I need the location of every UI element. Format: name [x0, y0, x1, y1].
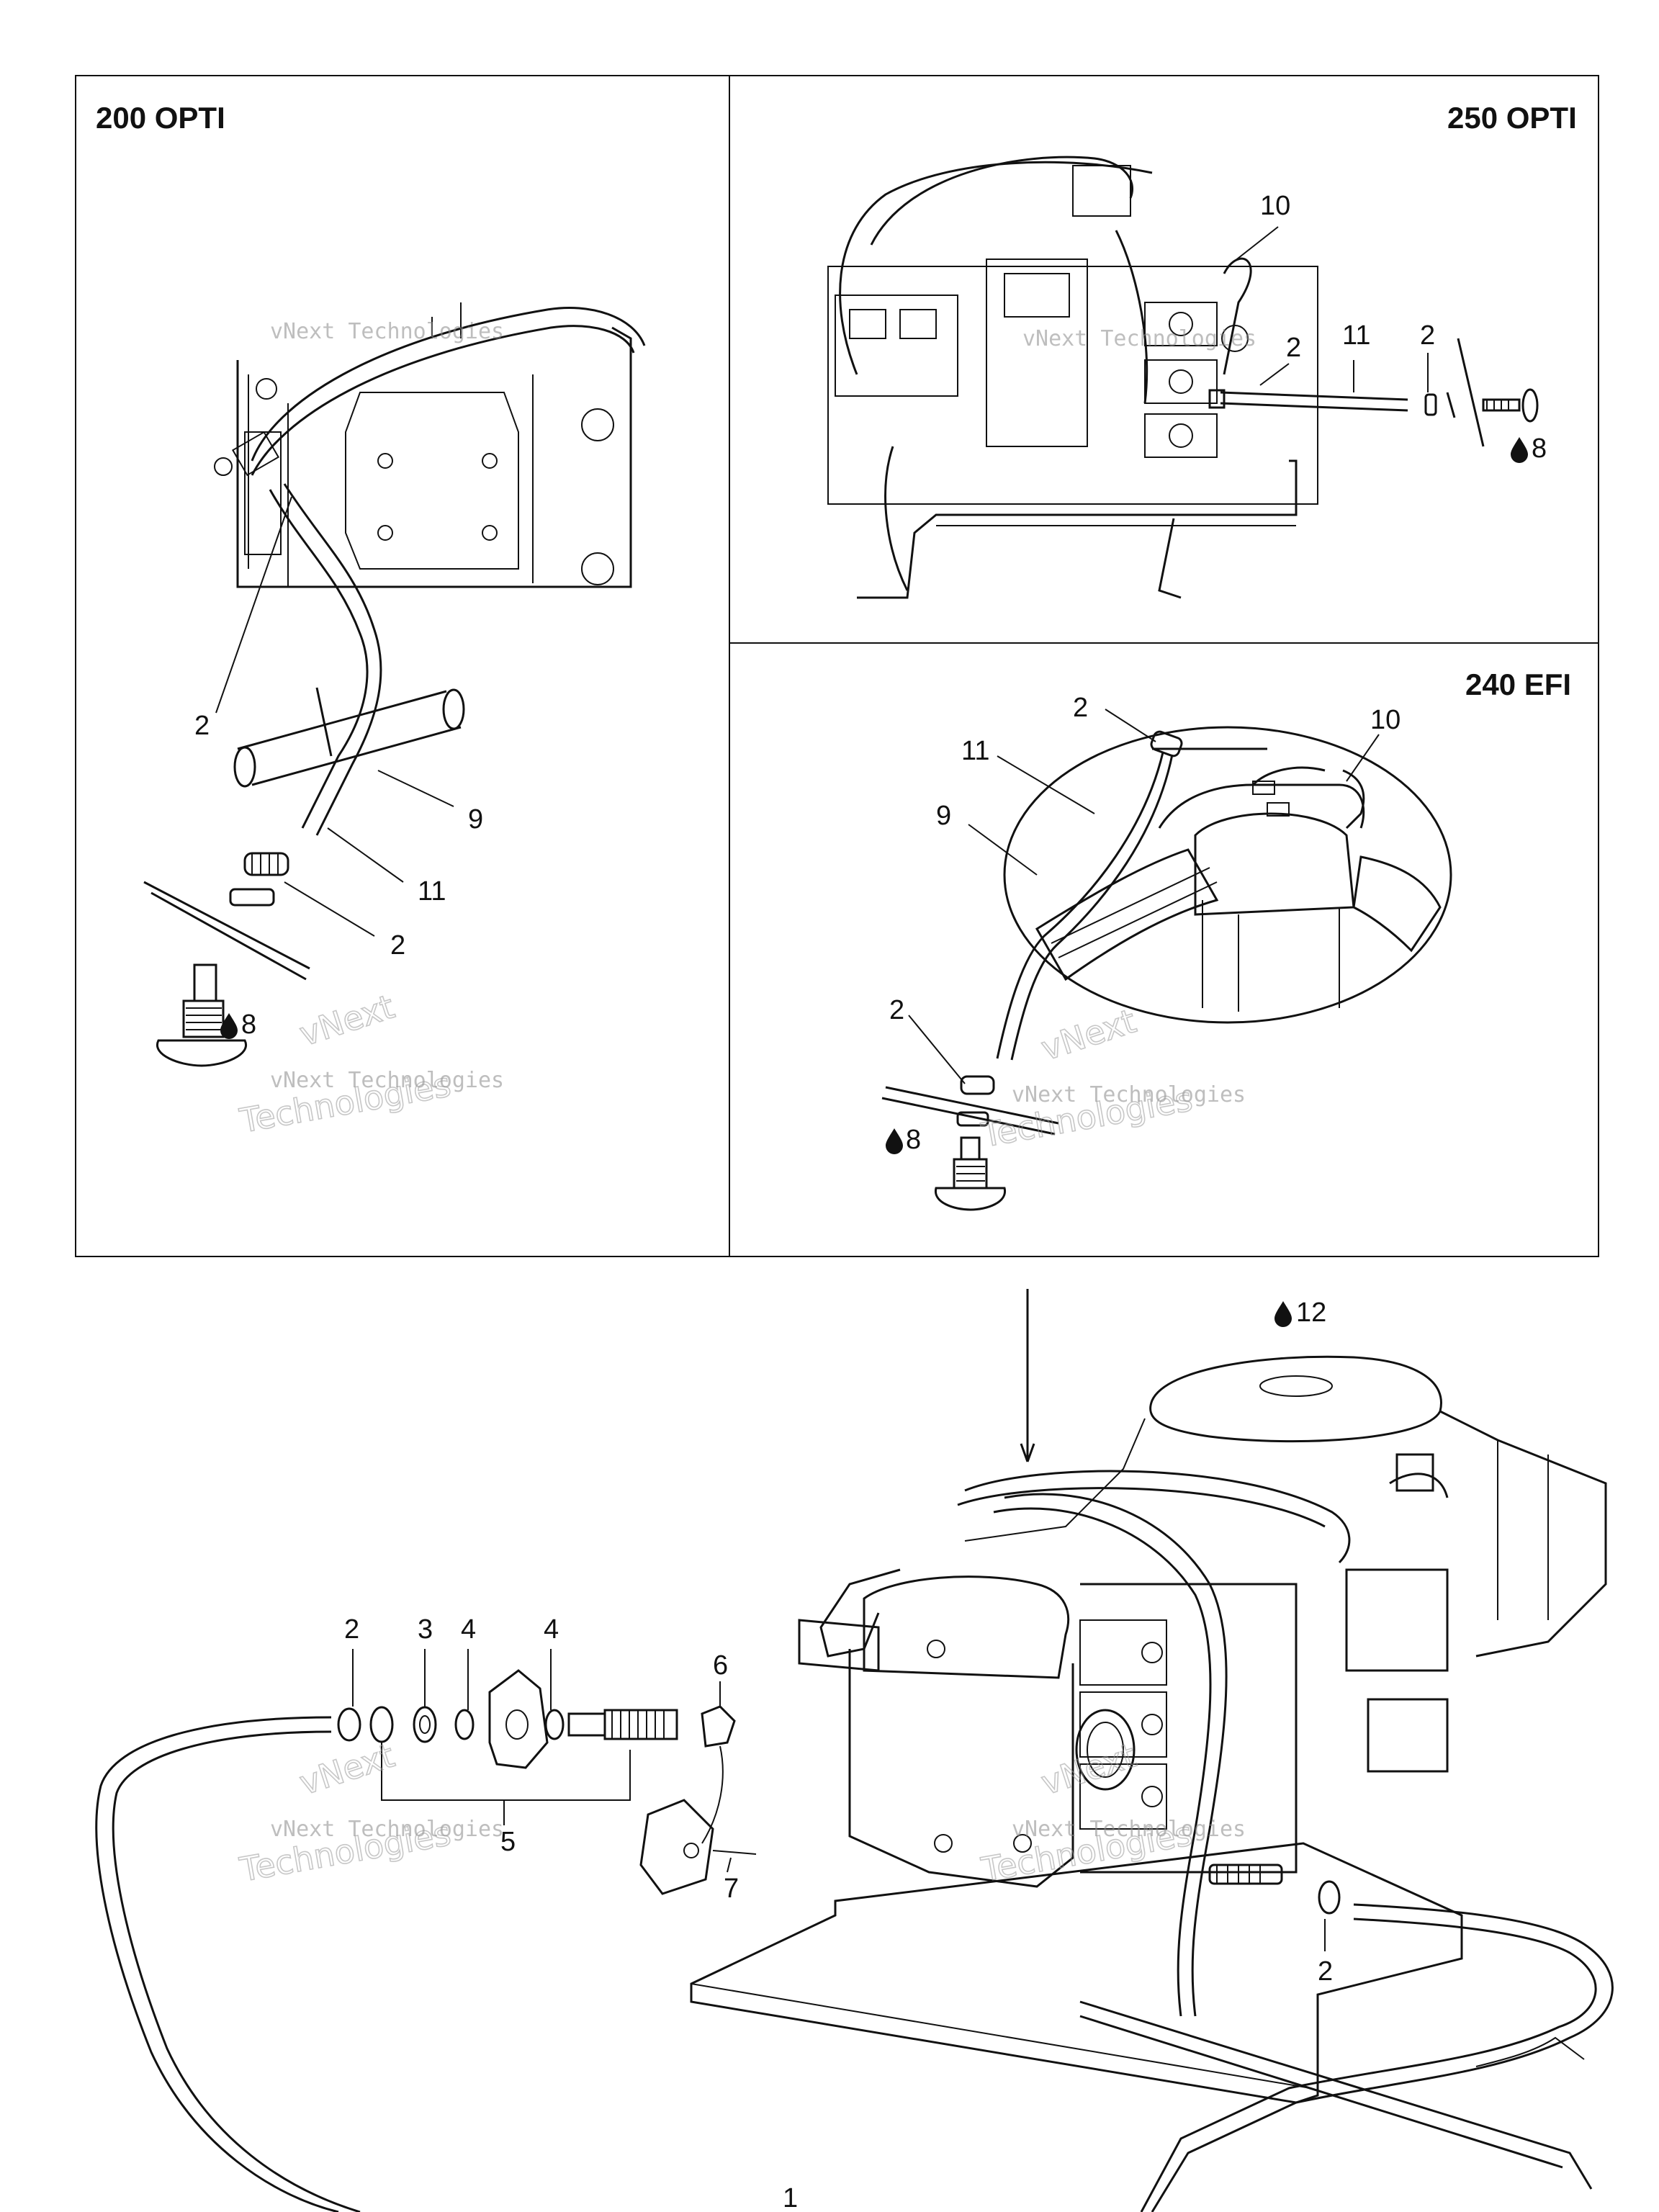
svg-text:vNext: vNext [295, 987, 399, 1054]
callout-10-240: 10 [1370, 705, 1401, 735]
callout-11-250: 11 [1342, 320, 1370, 351]
callout-2-250-a: 2 [1286, 333, 1301, 363]
callout-8-250: 8 [1532, 433, 1547, 464]
svg-text:vNext Technologies: vNext Technologies [270, 1068, 504, 1093]
tube-bracket-200 [233, 687, 465, 788]
watermark-250: vNext Technologies [1022, 326, 1256, 351]
callout-5-main: 5 [500, 1827, 516, 1857]
svg-text:vNext: vNext [295, 1736, 399, 1803]
callout-9-240: 9 [936, 801, 951, 831]
callout-8-240: 8 [906, 1125, 921, 1155]
callout-2-200-b: 2 [390, 930, 405, 961]
watermark-240: vNext vNext Technologies Technologies [978, 1001, 1246, 1156]
callout-11-200: 11 [418, 876, 446, 907]
watermark-200-bottom: vNext vNext Technologies Technologies [236, 986, 504, 1141]
callout-2-240-b: 2 [889, 995, 904, 1025]
panel-200-opti: 200 OPTI [96, 101, 646, 1141]
callout-2-main-a: 2 [344, 1614, 359, 1645]
oil-drop-icon [1511, 437, 1528, 463]
leaders-main [352, 1649, 1326, 1951]
callout-2-250-b: 2 [1420, 320, 1435, 351]
leaders-250 [1227, 226, 1429, 392]
engine-block-200 [236, 302, 632, 588]
leaders-240 [908, 709, 1380, 1084]
callout-7-main: 7 [724, 1874, 739, 1904]
panel-title-200: 200 OPTI [96, 101, 225, 135]
oil-drop-icon [1274, 1301, 1292, 1327]
hose-240 [881, 730, 1183, 1211]
detail-bubble-240 [1003, 726, 1452, 1024]
callout-12-main: 12 [1296, 1298, 1326, 1328]
svg-text:vNext Technologies: vNext Technologies [1012, 1817, 1246, 1842]
callout-2-240-a: 2 [1073, 693, 1088, 723]
callout-9-200: 9 [468, 804, 483, 835]
main-hose-loop [957, 1470, 1614, 2212]
engine-250 [827, 156, 1318, 599]
callout-2-200-a: 2 [194, 711, 210, 741]
panel-240-efi: 240 EFI [881, 667, 1571, 1211]
watermark-200-top: vNext Technologies [270, 319, 504, 344]
oil-hose-200 [214, 306, 646, 836]
svg-text:vNext: vNext [1037, 1002, 1141, 1069]
panel-frames [75, 75, 1599, 1257]
callout-1-main: 1 [783, 2183, 798, 2212]
callout-4-main-a: 4 [461, 1614, 476, 1645]
leaders-200 [215, 496, 454, 937]
watermark-main-left: vNext vNext Technologies Technologies [236, 1735, 504, 1890]
callout-8-200: 8 [241, 1010, 256, 1040]
svg-text:vNext Technologies: vNext Technologies [1022, 326, 1256, 351]
hose-250 [1208, 338, 1539, 447]
drain-fitting-stack [337, 1669, 757, 1895]
oil-drop-icon [886, 1128, 903, 1154]
callout-6-main: 6 [713, 1650, 728, 1681]
drain-hose [95, 1716, 361, 2212]
callout-2-main-b: 2 [1318, 1956, 1333, 1987]
callout-4-main-b: 4 [544, 1614, 559, 1645]
engine-main [798, 1355, 1607, 1888]
svg-text:vNext: vNext [1037, 1736, 1141, 1803]
main-assembly: 12 2 3 4 4 6 5 7 2 1 vNext vNext Technol… [95, 1289, 1614, 2212]
callout-10-250: 10 [1260, 191, 1290, 221]
panel-250-opti: 250 OPTI [827, 101, 1577, 599]
svg-text:vNext Technologies: vNext Technologies [270, 319, 504, 344]
fitting-stack-200 [143, 852, 310, 1067]
callout-3-main: 3 [418, 1614, 433, 1645]
base-plate [690, 1842, 1593, 2190]
panel-title-250: 250 OPTI [1447, 101, 1577, 135]
panel-title-240: 240 EFI [1465, 667, 1571, 701]
svg-text:vNext Technologies: vNext Technologies [1012, 1082, 1246, 1107]
callout-11-240: 11 [961, 736, 989, 766]
svg-text:vNext Technologies: vNext Technologies [270, 1817, 504, 1842]
